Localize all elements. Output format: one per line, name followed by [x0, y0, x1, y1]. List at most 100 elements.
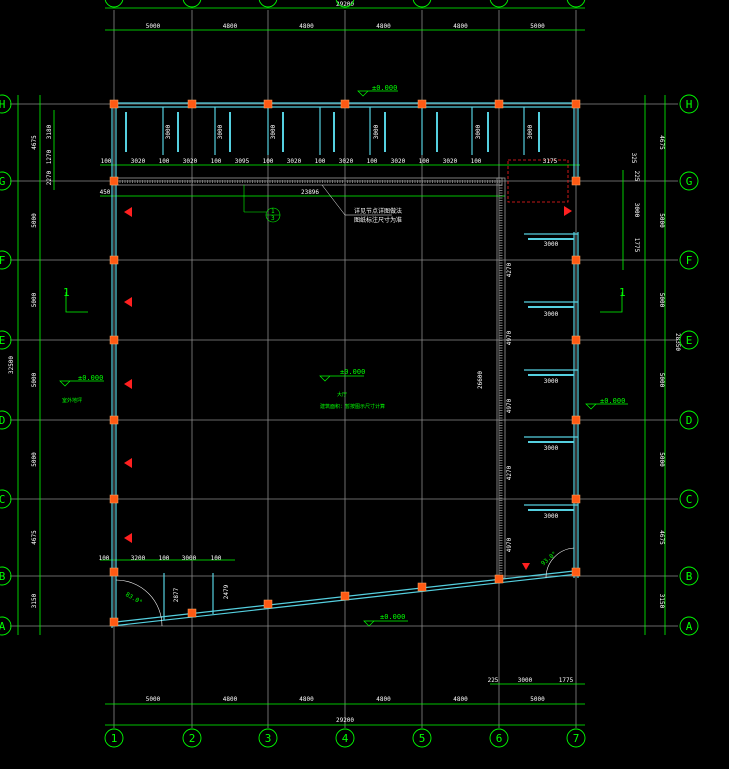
- note-line-1: 详见节点详图做法: [354, 207, 402, 215]
- top-span-dim: 4800: [453, 23, 468, 30]
- left-span-dim: 4675: [31, 530, 38, 545]
- right-room-width: 3000: [544, 445, 559, 452]
- top-room-dim: 100: [211, 158, 222, 165]
- bottom-room-dim: 3000: [182, 555, 197, 562]
- overall-height-right: 28350: [674, 333, 681, 351]
- highlight-box: [507, 159, 569, 203]
- left-span-dim: 5000: [31, 292, 38, 307]
- room-height-dim: 3000: [217, 124, 224, 139]
- top-room-dim: 3020: [391, 158, 406, 165]
- overall-width-top: 29200: [336, 1, 354, 8]
- top-room-dim: 100: [367, 158, 378, 165]
- columns: [109, 99, 581, 627]
- callout-bottom: 3: [271, 215, 275, 222]
- col-axis-bubble: [182, 728, 202, 748]
- col-axis-bubble: [104, 728, 124, 748]
- section-mark-right: 1: [619, 286, 626, 299]
- top-left-dim: 2270: [46, 170, 53, 185]
- row-axis-bubble-left: [0, 566, 12, 586]
- bottom-span-dim: 5000: [530, 696, 545, 703]
- right-room-width: 3000: [544, 513, 559, 520]
- row-axis-bubble-left: [0, 250, 12, 270]
- top-room-dim: 100: [315, 158, 326, 165]
- top-span-dim: 4800: [223, 23, 238, 30]
- right-room-width: 3000: [544, 241, 559, 248]
- hall-label: 大厅: [337, 391, 347, 398]
- room-height-dim: 3000: [527, 124, 534, 139]
- col-axis-bubble: [489, 728, 509, 748]
- top-left-dim: 1270: [46, 149, 53, 164]
- elevation-center: ±0.000: [340, 368, 365, 376]
- section-mark-left: 1: [63, 286, 70, 299]
- bottom-span-dim: 4800: [299, 696, 314, 703]
- col-axis-label: 4: [342, 732, 349, 745]
- elevation-right: ±0.000: [600, 397, 625, 405]
- section-marks: [65, 292, 623, 313]
- bottom-detail-dim: 3000: [518, 677, 533, 684]
- elevation-top: ±0.000: [372, 84, 397, 92]
- right-detail-dim: 1775: [633, 238, 640, 253]
- row-axis-label-left: E: [0, 334, 5, 347]
- col-axis-bubble-top: [182, 0, 202, 8]
- right-room-depth: 4270: [506, 262, 513, 277]
- note-leader: [321, 184, 392, 216]
- row-axis-bubble-left: [0, 616, 12, 636]
- col-axis-bubble-top: [258, 0, 278, 8]
- long-dim-vertical: 26600: [477, 371, 484, 389]
- top-room-dim: 100: [471, 158, 482, 165]
- top-room-dim: 3020: [183, 158, 198, 165]
- row-axis-label-right: F: [686, 254, 693, 267]
- col-axis-label: 1: [111, 732, 118, 745]
- bottom-detail-dim: 225: [488, 677, 499, 684]
- top-room-dim: 3020: [443, 158, 458, 165]
- row-axis-label-left: A: [0, 620, 6, 633]
- top-span-dim: 4800: [376, 23, 391, 30]
- top-room-dim: 100: [159, 158, 170, 165]
- row-axis-label-left: B: [0, 570, 6, 583]
- right-span-dim: 5000: [658, 293, 665, 308]
- row-axis-label-left: G: [0, 175, 5, 188]
- bottom-span-dim: 4800: [376, 696, 391, 703]
- top-span-dim: 5000: [146, 23, 161, 30]
- right-span-dim: 4675: [658, 135, 665, 150]
- elevation-bottom: ±0.000: [380, 613, 405, 621]
- bottom-span-dim: 4800: [223, 696, 238, 703]
- long-dim-horizontal: 23896: [301, 189, 319, 196]
- right-room-depth: 4270: [506, 465, 513, 480]
- angle-left: 83.0°: [124, 591, 143, 606]
- right-span-dim: 4675: [658, 530, 665, 545]
- row-axis-bubble-right: [679, 171, 699, 191]
- row-axis-label-left: C: [0, 493, 5, 506]
- row-axis-label-right: D: [686, 414, 693, 427]
- row-axis-bubble-right: [679, 330, 699, 350]
- dimension-lines: [17, 7, 666, 726]
- top-room-dim: 3095: [235, 158, 250, 165]
- dim-450: 450: [100, 189, 111, 196]
- row-axis-bubble-left: [0, 489, 12, 509]
- row-axis-bubble-left: [0, 330, 12, 350]
- bottom-room-dim: 100: [211, 555, 222, 562]
- bottom-room-height: 2877: [173, 587, 180, 602]
- note-line-2: 图纸标注尺寸为准: [354, 216, 402, 224]
- bottom-room-dim: 100: [99, 555, 110, 562]
- top-room-dim: 3175: [543, 158, 558, 165]
- right-room-depth: 4970: [506, 398, 513, 413]
- col-axis-label: 3: [265, 732, 272, 745]
- row-axis-bubble-right: [679, 616, 699, 636]
- right-room-depth: 4970: [506, 330, 513, 345]
- row-axis-label-right: H: [686, 98, 693, 111]
- hall-note: 建筑面积：暂按图示尺寸计算: [320, 403, 385, 410]
- right-span-dim: 3150: [658, 594, 665, 609]
- top-left-dim: 3180: [46, 124, 53, 139]
- left-span-dim: 5000: [31, 452, 38, 467]
- room-height-dim: 3000: [373, 124, 380, 139]
- bottom-room-dim: 100: [159, 555, 170, 562]
- row-axis-bubble-left: [0, 171, 12, 191]
- room-height-dim: 3000: [165, 124, 172, 139]
- col-axis-bubble: [335, 728, 355, 748]
- col-axis-bubble-top: [412, 0, 432, 8]
- col-axis-bubble: [566, 728, 586, 748]
- bottom-room-dim: 3200: [131, 555, 146, 562]
